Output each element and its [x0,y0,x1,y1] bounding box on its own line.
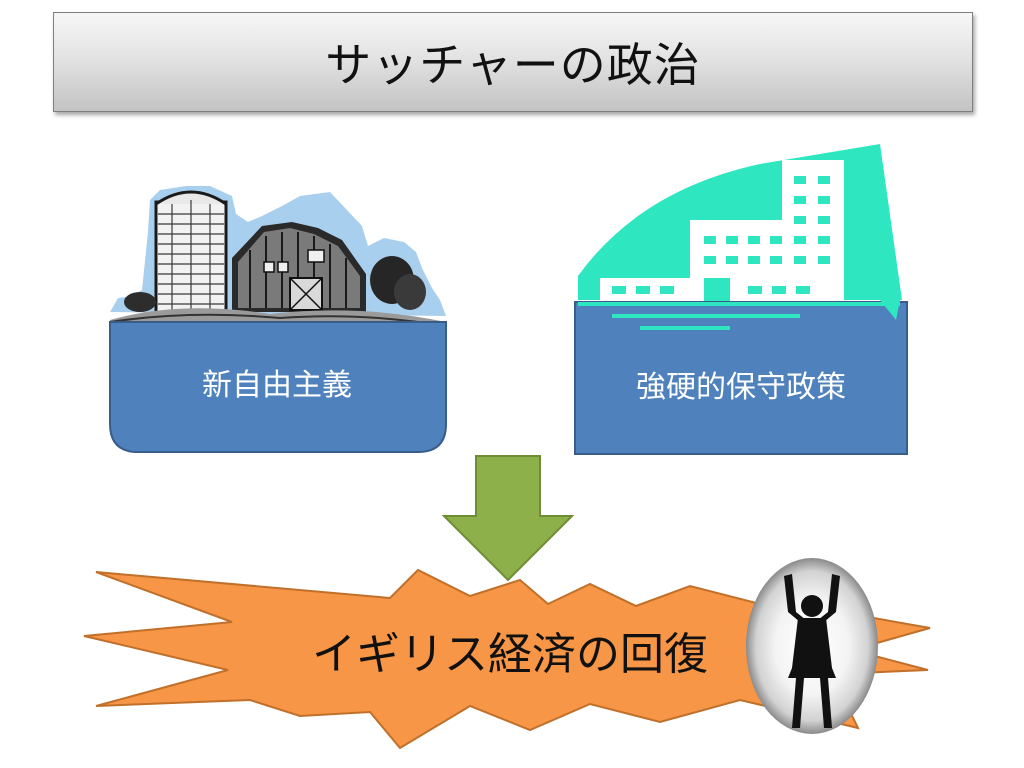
result-label: イギリス経済の回復 [312,629,708,680]
right-panel-box [574,301,908,455]
right-panel-label: 強硬的保守政策 [636,370,846,405]
arrow-down-icon [441,455,575,582]
slide-title: サッチャーの政治 [325,38,701,92]
left-panel-label: 新自由主義 [202,368,352,403]
office-building-icon [578,144,902,302]
title-box: サッチャーの政治 [53,12,973,112]
building-accent-stripes [578,300,900,330]
person-arms-raised-icon [746,558,878,734]
left-panel-box [109,321,447,453]
farm-barn-silo-icon [109,186,447,330]
